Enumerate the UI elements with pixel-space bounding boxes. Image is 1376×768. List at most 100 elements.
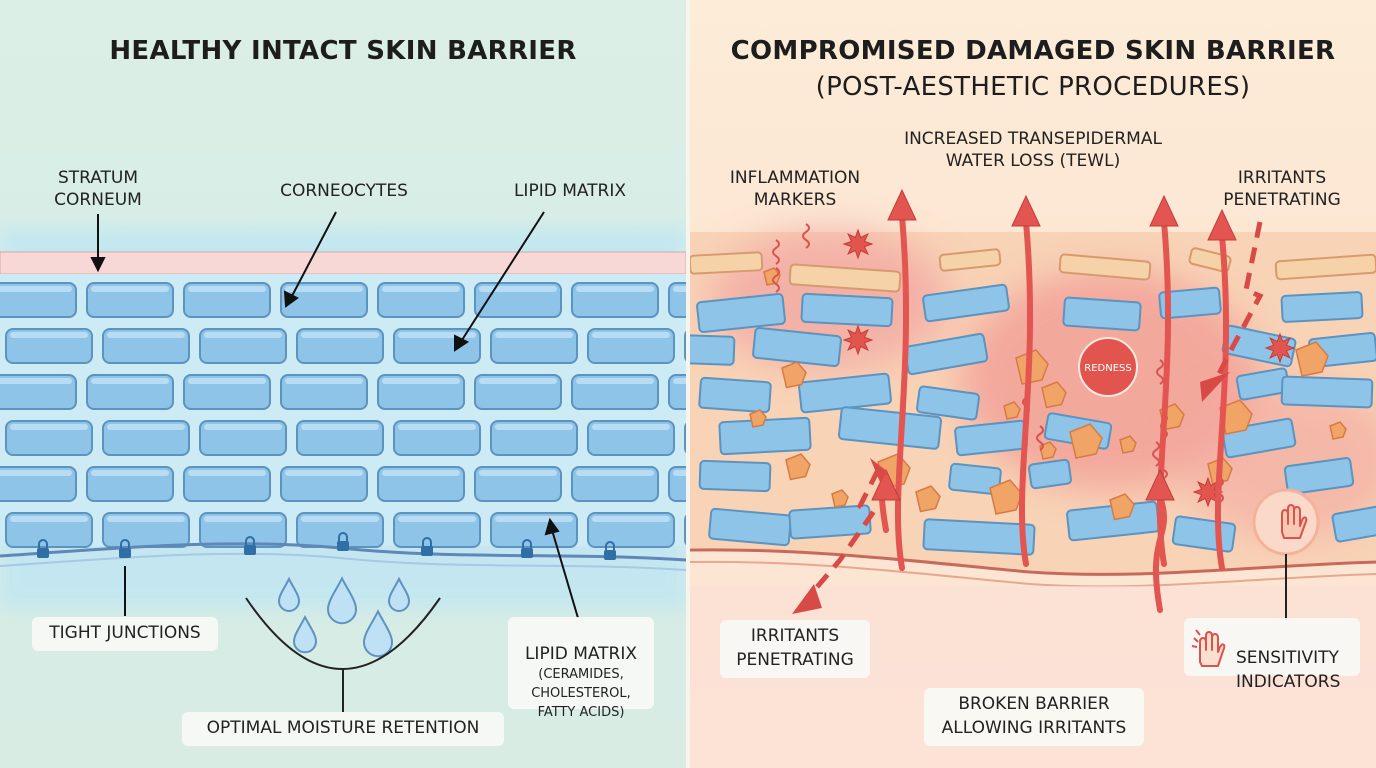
corneocyte-cell <box>684 422 686 454</box>
corneocyte-highlight <box>107 332 185 338</box>
stratum-corneum-label: STRATUM CORNEUM <box>54 168 142 210</box>
corneocyte-highlight <box>576 286 654 292</box>
corneocyte-highlight <box>398 516 476 522</box>
debris-bits <box>749 267 1347 521</box>
debris-bit <box>1003 401 1021 420</box>
tight-junction-locks <box>37 532 616 560</box>
corneocyte-highlight <box>576 470 654 476</box>
corneocyte-highlight <box>673 286 686 292</box>
optimal-moisture-label: OPTIMAL MOISTURE RETENTION <box>182 712 504 746</box>
inflammation-squiggle <box>772 267 780 293</box>
healthy-barrier-panel: HEALTHY INTACT SKIN BARRIER STRATUM CORN… <box>0 0 686 768</box>
corneocyte-highlight <box>10 424 88 430</box>
broken-corneocyte <box>800 292 894 328</box>
tewl-arrow <box>1152 493 1168 613</box>
tewl-arrowhead <box>1011 194 1041 227</box>
damaged-basal-line <box>690 548 1376 576</box>
debris-bit <box>1109 493 1135 521</box>
broken-corneocyte <box>916 385 980 421</box>
sensitivity-label: SENSITIVITY INDICATORS <box>1236 648 1341 692</box>
inflammation-burst-icon <box>1192 476 1224 508</box>
water-droplet-icon <box>326 576 358 625</box>
debris-bit <box>785 453 811 481</box>
corneocyte-highlight <box>479 378 557 384</box>
corneocyte-grid <box>0 282 686 548</box>
broken-corneocyte <box>1331 505 1376 543</box>
corneocytes-arrowhead <box>283 290 299 308</box>
debris-bit <box>1329 421 1347 440</box>
sensitivity-small-hand-icon <box>1191 629 1226 667</box>
lipid-bottom-arrowhead <box>544 517 560 536</box>
corneocyte-highlight <box>107 516 185 522</box>
sensitivity-hand-icon <box>1281 504 1308 539</box>
debris-bit <box>831 489 849 508</box>
corneocyte-highlight <box>204 424 282 430</box>
moisture-droplets <box>277 576 411 658</box>
lipid-matrix-top-label: LIPID MATRIX <box>513 181 627 201</box>
corneocyte-highlight <box>495 516 573 522</box>
lock-icon <box>337 541 349 551</box>
corneocyte-highlight <box>398 424 476 430</box>
lipid-matrix-bottom-label: LIPID MATRIX <box>524 644 638 664</box>
broken-corneocyte <box>948 462 1002 496</box>
tewl-arrowhead <box>1207 208 1237 241</box>
broken-lipid-fragment <box>690 251 764 275</box>
tewl-arrowhead <box>871 468 901 501</box>
corneocyte-highlight <box>673 470 686 476</box>
lock-icon-shackle <box>422 537 432 546</box>
broken-corneocyte <box>1158 286 1222 320</box>
corneocyte-highlight <box>382 378 460 384</box>
lock-icon <box>521 548 533 558</box>
irritant-arrowhead-bottom <box>792 584 822 614</box>
broken-corneocyte <box>922 518 1036 556</box>
healthy-barrier-illustration <box>0 211 686 712</box>
lock-icon <box>244 545 256 555</box>
right-subtitle: (POST-AESTHETIC PROCEDURES) <box>815 72 1251 102</box>
corneocyte-highlight <box>204 332 282 338</box>
corneocyte-highlight <box>188 470 266 476</box>
broken-lipid-fragment <box>788 263 902 293</box>
debris-bit <box>1295 341 1329 377</box>
water-droplet-icon <box>277 576 301 612</box>
corneocyte-highlight <box>301 516 379 522</box>
corneocyte-highlight <box>479 286 557 292</box>
irritants-top-label: IRRITANTS PENETRATING <box>1223 168 1341 210</box>
inflammation-burst-icon <box>1264 332 1296 364</box>
stratum-corneum-layer <box>0 251 686 275</box>
tewl-arrowhead <box>887 188 917 221</box>
corneocyte-highlight <box>10 332 88 338</box>
lipid-top-leader <box>461 211 545 341</box>
broken-corneocyte <box>1280 375 1374 409</box>
lipid-matrix-detail-label: (CERAMIDES, CHOLESTEROL, FATTY ACIDS) <box>531 667 631 720</box>
lipid-matrix-bottom-box: LIPID MATRIX (CERAMIDES, CHOLESTEROL, FA… <box>508 617 654 720</box>
broken-corneocyte <box>718 416 812 456</box>
broken-barrier-label: BROKEN BARRIER ALLOWING IRRITANTS <box>924 688 1144 746</box>
redness-text: REDNESS <box>1084 363 1131 374</box>
corneocyte-highlight <box>301 424 379 430</box>
redness-marker <box>1078 337 1138 397</box>
debris-bit <box>1041 381 1067 409</box>
tewl-arrow <box>894 213 910 571</box>
broken-corneocyte <box>837 406 943 450</box>
debris-bit <box>1219 399 1253 435</box>
lipid-bottom-leader <box>551 529 579 619</box>
basal-line <box>0 552 686 571</box>
lock-icon-shackle <box>38 539 48 548</box>
irritant-arrow-top <box>1211 221 1264 386</box>
inflammation-squiggle <box>802 223 810 249</box>
lock-icon <box>604 550 616 560</box>
corneocyte-highlight <box>576 378 654 384</box>
lock-icon-shackle <box>522 539 532 548</box>
corneocyte-highlight <box>188 286 266 292</box>
corneocyte-cell <box>684 330 686 362</box>
corneocyte-highlight <box>91 378 169 384</box>
irritant-arrows <box>804 221 1264 602</box>
debris-bit <box>763 267 781 286</box>
lock-icon <box>37 548 49 558</box>
broken-corneocyte <box>698 459 772 493</box>
inflammation-squiggle <box>1156 359 1164 385</box>
lock-icon-shackle <box>120 539 130 548</box>
corneocyte-highlight <box>285 286 363 292</box>
tewl-arrowhead <box>1149 194 1179 227</box>
water-droplet-icon <box>292 614 318 654</box>
